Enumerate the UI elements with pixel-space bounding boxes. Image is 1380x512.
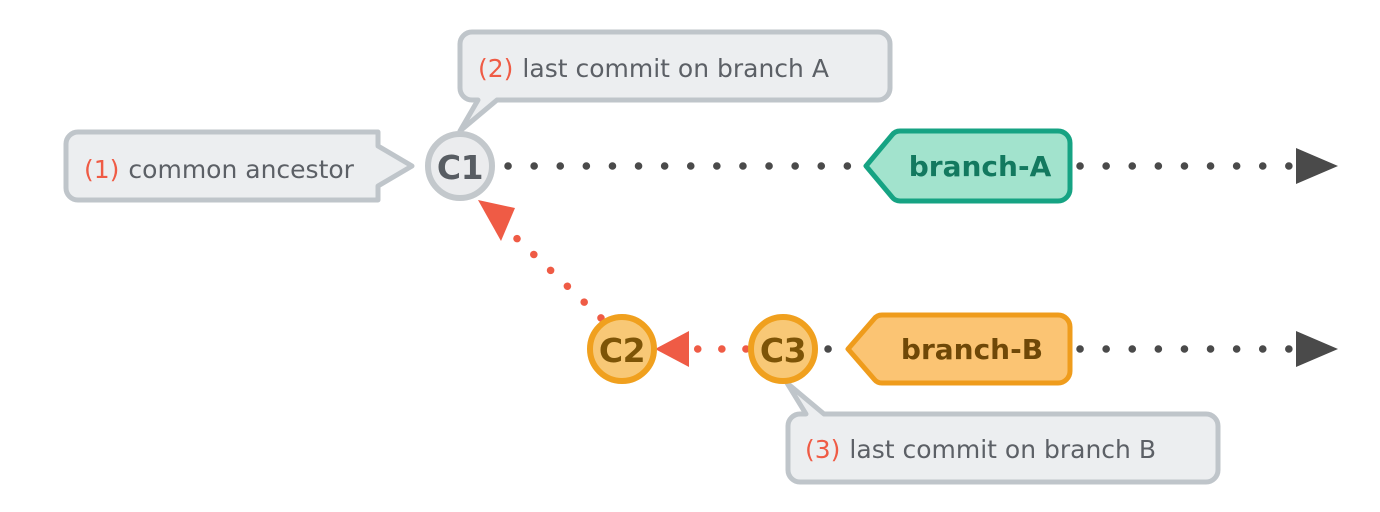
callout-1-number: (1): [84, 154, 120, 184]
parent-link-c2-to-c1: [478, 200, 605, 322]
lane-a-track: [504, 148, 1338, 184]
commit-node-c3[interactable]: [748, 314, 818, 384]
branch-tag-label-a: branch-A: [908, 149, 1052, 183]
callout-last-commit-branch-a: [457, 29, 893, 134]
callout-common-ancestor: [63, 129, 415, 203]
callout-3-body: last commit on branch B: [849, 434, 1156, 464]
callout-3-number: (3): [805, 434, 841, 464]
c3-c2-arrowhead: [655, 331, 689, 367]
lane-b-arrowhead: [1296, 331, 1338, 367]
callout-3-text: (3) last commit on branch B: [805, 421, 1205, 477]
commit-node-c2[interactable]: [587, 314, 657, 384]
branch-tag-branch-b[interactable]: [845, 312, 1073, 386]
commit-node-c1[interactable]: [425, 131, 495, 201]
branch-tag-branch-a[interactable]: [863, 128, 1073, 204]
callout-2-number: (2): [478, 53, 514, 83]
callout-1-text: (1) common ancestor: [84, 141, 384, 197]
callout-2-text: (2) last commit on branch A: [478, 40, 878, 96]
branch-tag-label-b: branch-B: [900, 332, 1044, 366]
commit-label-c2: C2: [598, 330, 646, 370]
callout-last-commit-branch-b: [784, 380, 1221, 485]
lane-b-track: [824, 331, 1338, 367]
callout-1-body: common ancestor: [128, 154, 354, 184]
parent-link-c3-to-c2: [655, 331, 750, 367]
commit-label-c3: C3: [759, 330, 807, 370]
c2-c1-arrowhead: [478, 200, 515, 241]
commit-label-c1: C1: [436, 147, 484, 187]
callout-2-body: last commit on branch A: [522, 53, 829, 83]
lane-a-arrowhead: [1296, 148, 1338, 184]
